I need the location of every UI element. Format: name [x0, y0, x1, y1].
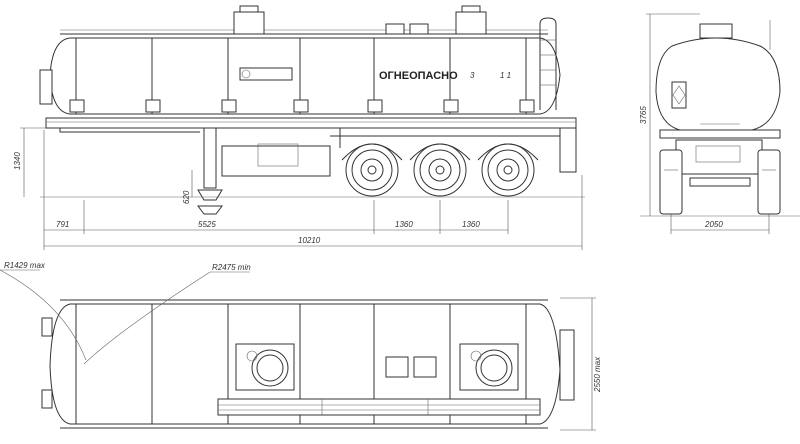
dim-overall-length: 10210	[298, 236, 321, 245]
hatch-top-rear	[459, 343, 519, 391]
wheel-axle-2	[413, 143, 467, 197]
dim-axle-spacing-1: 1360	[395, 220, 413, 229]
hatch-rear	[455, 11, 487, 35]
walkway-grating	[217, 398, 541, 416]
hazard-number: 3	[470, 71, 475, 80]
tank-body-rear	[655, 37, 781, 131]
dim-leg-height: 620	[182, 190, 191, 204]
dim-turn-radius-front: R1429 max	[4, 261, 46, 270]
tank-body-top	[49, 303, 561, 425]
wheel-axle-1	[345, 143, 399, 197]
dim-kingpin-axle: 5525	[198, 220, 216, 229]
ladder	[539, 17, 557, 110]
hazard-text: ОГНЕОПАСНО	[379, 70, 458, 82]
dim-turn-radius-rear: R2475 min	[212, 263, 251, 272]
landing-leg	[203, 127, 217, 189]
manufacturer-logo	[239, 67, 293, 81]
hatch-top-front	[235, 343, 295, 391]
hatch-front	[233, 11, 265, 35]
wheel-axle-3	[481, 143, 535, 197]
chassis-frame	[45, 117, 577, 129]
rear-wheel-right	[757, 149, 781, 215]
side-view: ОГНЕОПАСНО 3 1 1	[13, 5, 585, 250]
rear-wheel-left	[659, 149, 683, 215]
dim-axle-spacing-2: 1360	[462, 220, 480, 229]
rear-view: 3765 2050	[639, 13, 800, 234]
tank-body-side	[49, 37, 561, 115]
dim-track-width: 2050	[704, 220, 723, 229]
hazard-placard-rear	[671, 81, 687, 109]
dim-overall-height: 3765	[639, 106, 648, 124]
dim-fifth-wheel-height: 1340	[13, 152, 22, 170]
equipment-box	[221, 145, 331, 177]
top-view: R1429 max R2475 min 2550 max	[0, 261, 602, 431]
placard-text: 1 1	[500, 71, 511, 80]
dim-front-overhang: 791	[56, 220, 69, 229]
dim-overall-width: 2550 max	[593, 356, 602, 393]
